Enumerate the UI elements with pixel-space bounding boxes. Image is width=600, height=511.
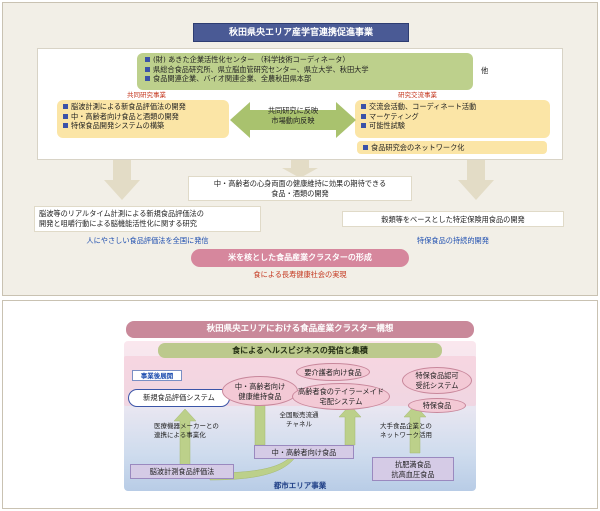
base-elderly-food: 中・高齢者向け食品 [254, 445, 354, 459]
bullet-square-icon [361, 123, 366, 129]
bottom-subtitle: 食によるヘルスビジネスの発信と集積 [158, 343, 442, 358]
bullet-square-icon [145, 57, 150, 62]
exchange-label: 研究交流事業 [398, 91, 437, 99]
node-elderly-food: 中・高齢者向け 健康維持食品 [222, 376, 298, 406]
left-result-caption: 人にやさしい食品評価法を全国に発信 [86, 236, 209, 245]
partner-item: 県総合食品研究所、県立脳血管研究センター、県立大学、秋田大学 [145, 65, 465, 75]
bullet-square-icon [145, 66, 150, 72]
top-title: 秋田県央エリア産学官連携促進事業 [193, 23, 409, 42]
node-care-food: 要介護者向け食品 [296, 363, 370, 381]
down-arrow-center-icon [282, 160, 318, 178]
bullet-square-icon [361, 113, 366, 119]
annotation-medical: 医療機器メーカーとの 連携による事業化 [154, 422, 219, 439]
base-eeg-evaluation: 脳波計測食品評価法 [130, 464, 234, 479]
partners-etc: 他 [481, 66, 489, 75]
joint-item: 中・高齢者向け食品と酒類の開発 [63, 112, 223, 122]
down-arrow-left-icon [104, 160, 140, 200]
expansion-label: 事業後展開 [132, 370, 182, 381]
cluster-caption: 食による長寿健康社会の実現 [253, 270, 347, 279]
down-arrow-right-icon [458, 160, 494, 200]
network-text: 食品研究会のネットワーク化 [371, 143, 465, 152]
exchange-box: 交流会活動、コーディネート活動 マーケティング 可能性試験 [355, 100, 550, 138]
partners-box: (財) あきた企業活性化センター （科学技術コーディネータ） 県総合食品研究所、… [137, 53, 473, 90]
network-box: 食品研究会のネットワーク化 [357, 141, 547, 154]
base-anti-obesity: 抗肥満食品 抗高血圧食品 [372, 457, 454, 481]
joint-item: 特保食品開発システムの構築 [63, 121, 223, 131]
annotation-nationwide: 全国販売流通 チャネル [279, 411, 319, 428]
exchange-item: 交流会活動、コーディネート活動 [361, 102, 544, 112]
double-arrow-icon [230, 102, 356, 138]
partner-item: (財) あきた企業活性化センター （科学技術コーディネータ） [145, 55, 465, 65]
center-reflect-text: 共同研究に反映 市場動向反映 [267, 106, 319, 125]
right-result-box: 穀類等をベースとした特定保険用食品の開発 [342, 211, 564, 227]
joint-research-box: 脳波計測による新食品評価法の開発 中・高齢者向け食品と酒類の開発 特保食品開発シ… [57, 100, 229, 138]
exchange-item: 可能性試験 [361, 121, 544, 131]
left-result-box: 脳波等のリアルタイム計測による新規食品評価法の 開発と咀嚼行動による脳機能活性化… [34, 206, 261, 232]
node-tailormade-delivery: 高齢者食のテイラーメイド 宅配システム [292, 383, 390, 410]
bullet-square-icon [361, 104, 366, 109]
urban-area-footer: 都市エリア事業 [273, 481, 327, 490]
node-fosu-approval-system: 特保食品認可 受託システム [402, 367, 472, 394]
bottom-title: 秋田県央エリアにおける食品産業クラスター構想 [126, 321, 474, 338]
cluster-box: 米を核とした食品産業クラスターの形成 [191, 249, 409, 267]
bullet-square-icon [63, 113, 68, 119]
joint-research-label: 共同研究事業 [127, 91, 166, 99]
node-fosu-food: 特保食品 [408, 398, 466, 413]
bullet-square-icon [145, 76, 150, 82]
exchange-item: マーケティング [361, 112, 544, 122]
joint-item: 脳波計測による新食品評価法の開発 [63, 102, 223, 112]
bullet-square-icon [363, 145, 368, 150]
bullet-square-icon [63, 104, 68, 109]
goal-box: 中・高齢者の心身両面の健康維持に効果の期待できる 食品・酒類の開発 [188, 176, 412, 201]
partner-item: 食品関連企業、バイオ関連企業、全農秋田県本部 [145, 74, 465, 84]
annotation-large-company: 大手食品企業との ネットワーク活用 [380, 422, 432, 439]
right-result-caption: 特保食品の持続的開発 [417, 236, 489, 245]
bullet-square-icon [63, 123, 68, 129]
up-arrow-mid-right-icon [338, 404, 362, 446]
up-arrow-left-icon [173, 408, 197, 470]
node-evaluation-system: 新規食品評価システム [128, 389, 230, 407]
